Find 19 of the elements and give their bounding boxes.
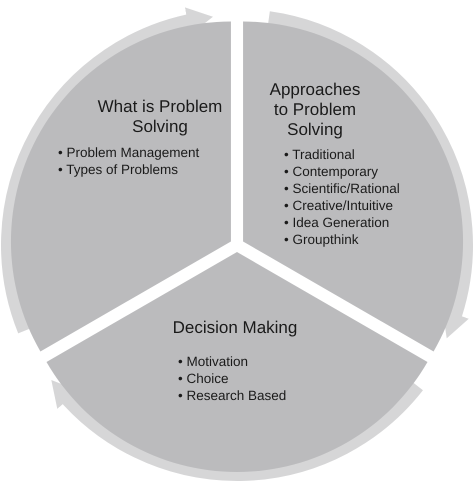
segment-shape: [243, 21, 464, 352]
bullet-item: • Creative/Intuitive: [284, 197, 394, 214]
bullet-item: • Contemporary: [284, 163, 380, 180]
segment-shape: [46, 252, 428, 472]
bullet-item: • Types of Problems: [58, 161, 180, 178]
bullet-item: • Groupthink: [284, 231, 360, 248]
bullet-item: • Scientific/Rational: [284, 180, 400, 197]
curved-arrow: [267, 11, 473, 339]
segment-heading: Decision Making: [172, 318, 298, 338]
bullet-item: • Problem Management: [58, 144, 200, 161]
bullet-item: • Traditional: [284, 146, 356, 163]
bullet-item: • Idea Generation: [284, 214, 390, 231]
bullet-item: • Research Based: [178, 387, 286, 404]
curved-arrow: [1, 8, 213, 333]
segment-heading: What is Problem Solving: [96, 97, 224, 137]
bullet-item: • Choice: [178, 370, 230, 387]
segment-heading: Approaches to Problem Solving: [268, 80, 362, 140]
curved-arrow: [50, 380, 423, 481]
bullet-item: • Motivation: [178, 353, 250, 370]
